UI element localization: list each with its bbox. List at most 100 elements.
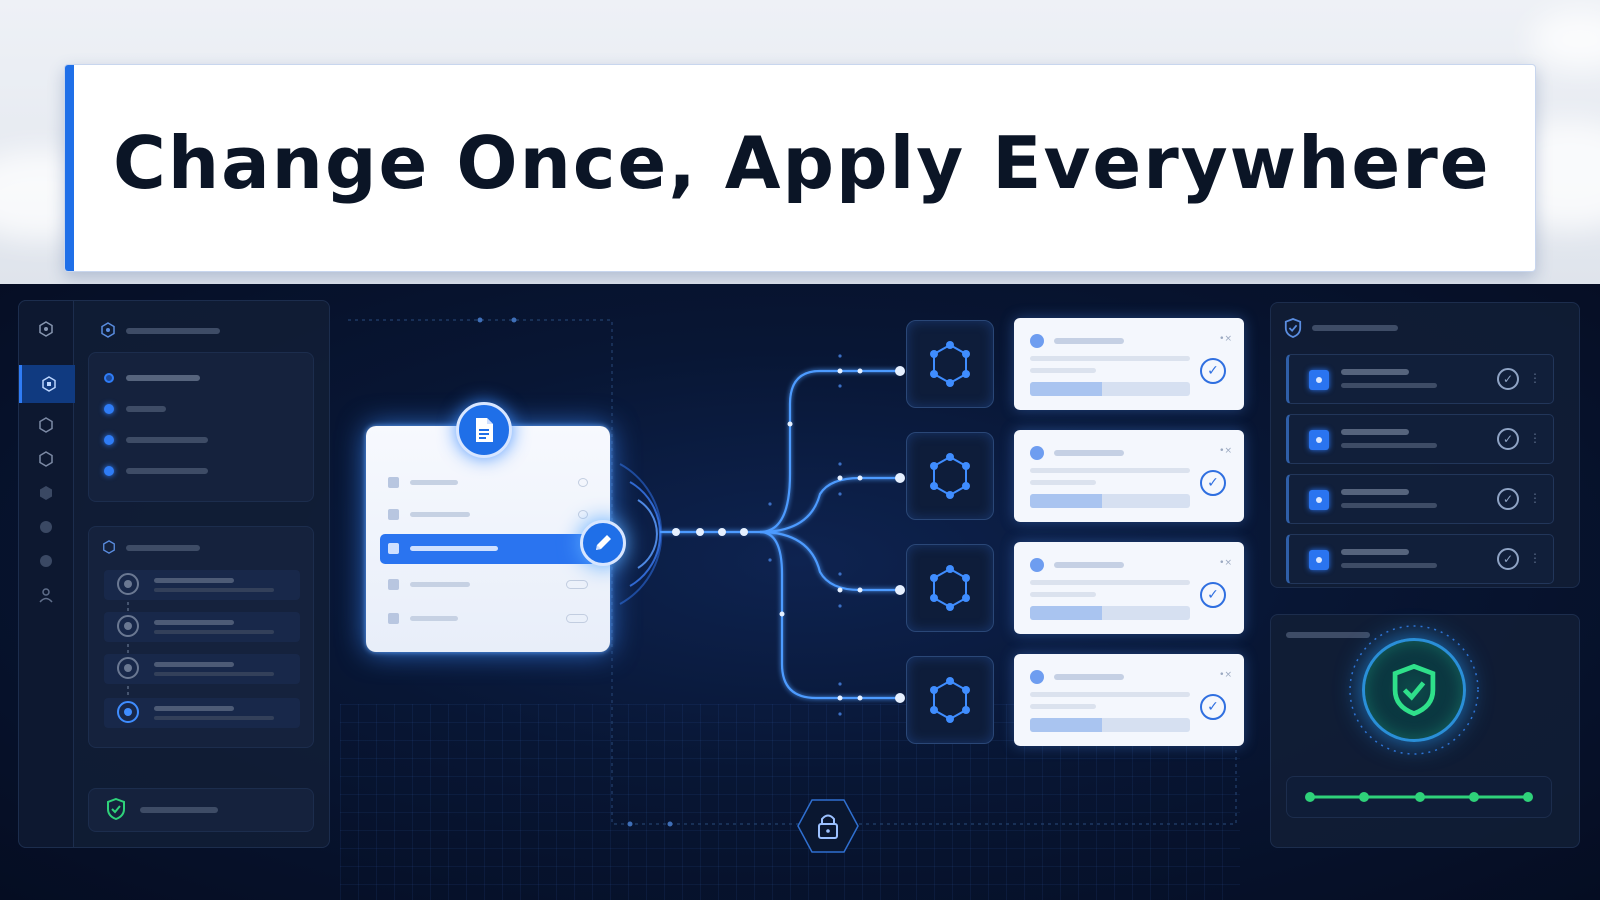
item-icon <box>1309 490 1329 510</box>
shield-check-icon <box>1362 638 1466 742</box>
hexagon-icon <box>39 451 53 467</box>
item-subtitle-placeholder <box>1341 443 1437 448</box>
check-circle-icon: ✓ <box>1497 368 1519 390</box>
list-item[interactable]: ✓⋮ <box>1286 474 1554 524</box>
target-line-placeholder <box>1030 480 1096 485</box>
dashed-frame <box>348 317 1237 827</box>
hexagon-icon <box>40 486 52 500</box>
radio-option[interactable] <box>104 404 114 414</box>
circle-icon <box>40 555 52 567</box>
config-row[interactable] <box>380 468 596 496</box>
radio-option[interactable] <box>104 466 114 476</box>
nav-item-6[interactable] <box>27 511 65 543</box>
option-label-placeholder <box>126 437 208 443</box>
distribution-lines <box>660 354 905 716</box>
list-item[interactable]: ✓⋮ <box>1286 414 1554 464</box>
check-circle-icon: ✓ <box>1200 470 1226 496</box>
security-heading-placeholder <box>1286 632 1370 638</box>
config-row[interactable] <box>380 500 596 528</box>
check-circle-icon: ✓ <box>1200 582 1226 608</box>
list-item[interactable]: ✓⋮ <box>1286 534 1554 584</box>
target-card[interactable]: •× ✓ <box>1014 430 1244 522</box>
panel-heading-placeholder <box>126 328 220 334</box>
shield-icon <box>1284 318 1302 338</box>
hexagon-icon <box>39 321 53 337</box>
nav-item-4[interactable] <box>27 443 65 475</box>
item-icon <box>1309 430 1329 450</box>
target-title-placeholder <box>1054 338 1124 344</box>
target-line-placeholder <box>1030 692 1190 697</box>
item-icon <box>1309 370 1329 390</box>
nav-item-7[interactable] <box>27 545 65 577</box>
progress-bar <box>1030 494 1190 508</box>
pencil-icon[interactable] <box>580 520 626 566</box>
more-vertical-icon[interactable]: ⋮ <box>1529 491 1541 505</box>
status-dot <box>1030 446 1044 460</box>
more-vertical-icon[interactable]: ⋮ <box>1529 371 1541 385</box>
target-line-placeholder <box>1030 580 1190 585</box>
option-label-placeholder <box>126 375 200 381</box>
check-circle-icon: ✓ <box>1200 358 1226 384</box>
target-card[interactable]: •× ✓ <box>1014 542 1244 634</box>
target-card[interactable]: •× ✓ <box>1014 318 1244 410</box>
dotted-orbit <box>1349 625 1479 755</box>
timeline-heading-placeholder <box>126 545 200 551</box>
status-dot <box>1030 670 1044 684</box>
target-line-placeholder <box>1030 356 1190 361</box>
title-card: Change Once, Apply Everywhere <box>64 64 1536 272</box>
item-subtitle-placeholder <box>1341 383 1437 388</box>
title-banner: Change Once, Apply Everywhere <box>0 0 1600 284</box>
settings-hexagon-icon <box>101 322 115 338</box>
side-nav <box>18 300 75 848</box>
config-row[interactable] <box>380 604 596 632</box>
more-icon[interactable]: •× <box>1219 670 1232 680</box>
item-icon <box>1309 550 1329 570</box>
config-row[interactable] <box>380 570 596 598</box>
more-icon[interactable]: •× <box>1219 334 1232 344</box>
target-title-placeholder <box>1054 450 1124 456</box>
config-row-selected[interactable] <box>380 534 596 564</box>
nav-item-active[interactable] <box>19 365 75 403</box>
circle-icon <box>40 521 52 533</box>
item-title-placeholder <box>1341 549 1409 555</box>
radio-option[interactable] <box>104 435 114 445</box>
more-vertical-icon[interactable]: ⋮ <box>1529 431 1541 445</box>
radio-option[interactable] <box>104 373 114 383</box>
status-label-placeholder <box>140 807 218 813</box>
target-title-placeholder <box>1054 562 1124 568</box>
check-circle-icon: ✓ <box>1497 548 1519 570</box>
shield-check-icon <box>107 798 125 820</box>
progress-bar <box>1030 606 1190 620</box>
source-config-card[interactable] <box>366 426 610 652</box>
page-title: Change Once, Apply Everywhere <box>113 121 1491 205</box>
target-line-placeholder <box>1030 592 1096 597</box>
nav-item-5[interactable] <box>27 477 65 509</box>
check-circle-icon: ✓ <box>1497 428 1519 450</box>
item-title-placeholder <box>1341 369 1409 375</box>
more-icon[interactable]: •× <box>1219 558 1232 568</box>
progress-bar <box>1030 382 1190 396</box>
shield-small-icon <box>103 540 115 554</box>
nav-item-home[interactable] <box>27 313 65 345</box>
hexagon-network-icon <box>906 544 994 632</box>
right-panel-heading-placeholder <box>1312 325 1398 331</box>
dashboard-illustration: •×✓•×✓•×✓•×✓ ✓⋮✓⋮✓⋮✓⋮ <box>0 284 1600 900</box>
list-item[interactable]: ✓⋮ <box>1286 354 1554 404</box>
lock-icon <box>797 799 859 853</box>
more-vertical-icon[interactable]: ⋮ <box>1529 551 1541 565</box>
timeline-steps <box>104 570 300 728</box>
hexagon-network-icon <box>906 656 994 744</box>
option-label-placeholder <box>126 406 166 412</box>
check-circle-icon: ✓ <box>1497 488 1519 510</box>
item-title-placeholder <box>1341 429 1409 435</box>
target-card[interactable]: •×✓ <box>1014 654 1244 746</box>
title-accent-bar <box>65 65 74 271</box>
more-icon[interactable]: •× <box>1219 446 1232 456</box>
option-label-placeholder <box>126 468 208 474</box>
cloud-decoration <box>1530 10 1600 70</box>
nav-item-3[interactable] <box>27 409 65 441</box>
document-icon <box>456 402 512 458</box>
target-line-placeholder <box>1030 468 1190 473</box>
hexagon-icon <box>41 376 56 392</box>
nav-item-user[interactable] <box>27 579 65 611</box>
